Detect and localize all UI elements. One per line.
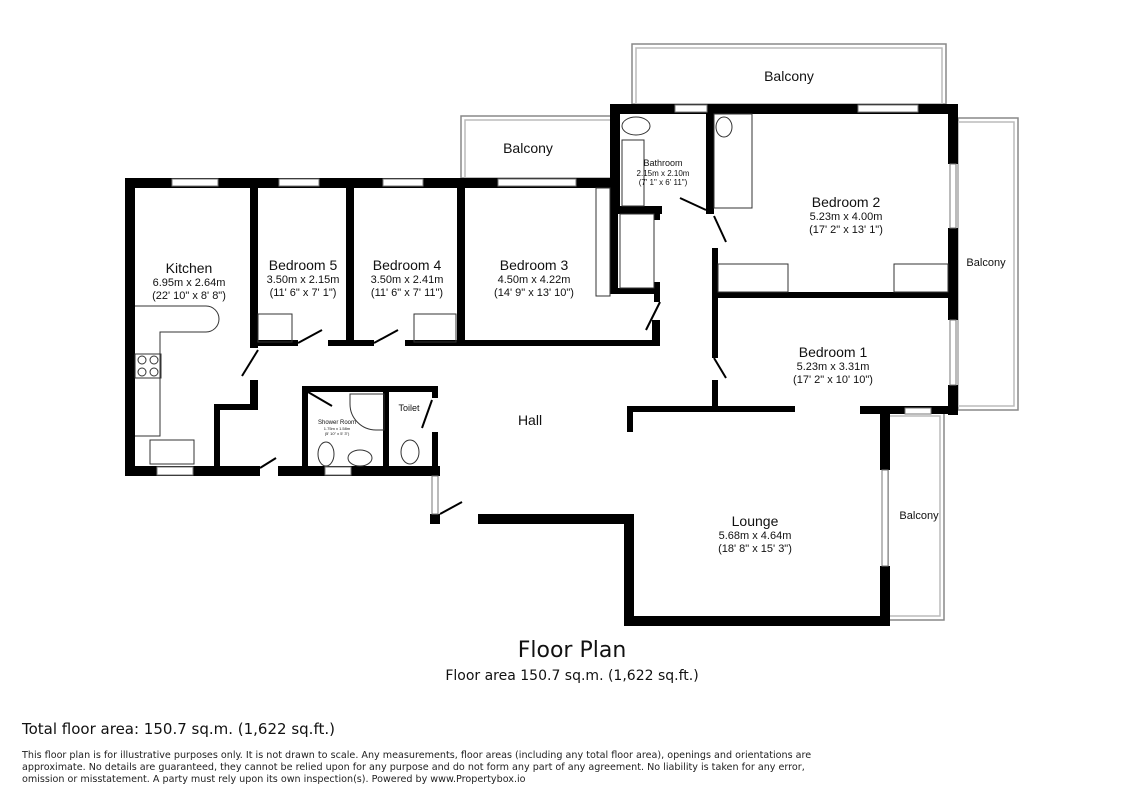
disclaimer: This floor plan is for illustrative purp… — [22, 750, 812, 785]
balcony-lounge-label: Balcony — [899, 510, 939, 522]
windows — [156, 104, 957, 567]
room-bedroom1: Bedroom 1 5.23m x 3.31m (17' 2" x 10' 10… — [793, 344, 873, 386]
plan-title: Floor Plan — [517, 638, 627, 663]
room-bathroom: Bathroom 2.15m x 2.10m (7' 1" x 6' 11") — [636, 158, 690, 188]
balcony-mid-label: Balcony — [503, 140, 553, 156]
walls — [125, 104, 958, 626]
room-shower: Shower Room 1.75m x 1.58m (5' 10" x 5' 3… — [317, 420, 357, 436]
balcony-right-label: Balcony — [966, 257, 1006, 269]
fixtures — [134, 113, 949, 467]
room-bedroom5: Bedroom 5 3.50m x 2.15m (11' 6" x 7' 1") — [266, 257, 340, 299]
room-kitchen: Kitchen 6.95m x 2.64m (22' 10" x 8' 8") — [152, 260, 226, 302]
plan-floor-area: Floor area 150.7 sq.m. (1,622 sq.ft.) — [445, 668, 699, 684]
room-toilet: Toilet — [398, 403, 420, 413]
room-bedroom4: Bedroom 4 3.50m x 2.41m (11' 6" x 7' 11"… — [370, 257, 444, 299]
room-bedroom3: Bedroom 3 4.50m x 4.22m (14' 9" x 13' 10… — [494, 257, 574, 299]
balcony-top-label: Balcony — [764, 68, 814, 84]
room-hall: Hall — [517, 412, 543, 428]
doors — [241, 197, 727, 515]
room-lounge: Lounge 5.68m x 4.64m (18' 8" x 15' 3") — [718, 513, 792, 555]
room-bedroom2: Bedroom 2 5.23m x 4.00m (17' 2" x 13' 1"… — [809, 194, 883, 236]
total-floor-area: Total floor area: 150.7 sq.m. (1,622 sq.… — [22, 720, 335, 738]
